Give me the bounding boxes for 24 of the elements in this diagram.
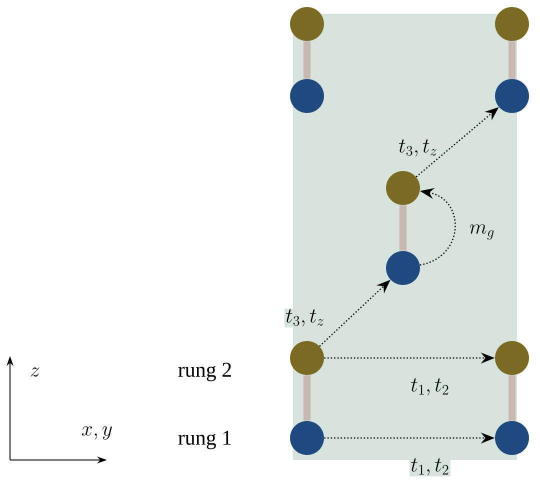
site-circle [386, 171, 420, 205]
rod [508, 375, 516, 421]
axis-label: $x, y$ [82, 426, 112, 440]
site-circle [290, 341, 324, 375]
rung-label: rung 1 [178, 430, 231, 450]
site-circle [495, 421, 529, 455]
edge-label: $t_1, t_2$ [410, 458, 450, 476]
site-circle [495, 79, 529, 113]
rung-label: rung 2 [178, 362, 231, 382]
site-circle [290, 79, 324, 113]
edge-label: $t_3, t_z$ [398, 138, 438, 158]
edge-label: $t_1, t_2$ [410, 378, 450, 396]
site-circle [495, 7, 529, 41]
rod [400, 205, 406, 251]
rod [304, 41, 310, 79]
site-circle [386, 251, 420, 285]
site-circle [290, 7, 324, 41]
rod [508, 41, 516, 79]
axis-label: $z$ [30, 367, 40, 377]
edge-label: $m_g$ [468, 224, 496, 240]
edge-label: $t_3, t_z$ [284, 308, 326, 328]
site-circle [495, 341, 529, 375]
rod [304, 375, 310, 421]
site-circle [290, 421, 324, 455]
